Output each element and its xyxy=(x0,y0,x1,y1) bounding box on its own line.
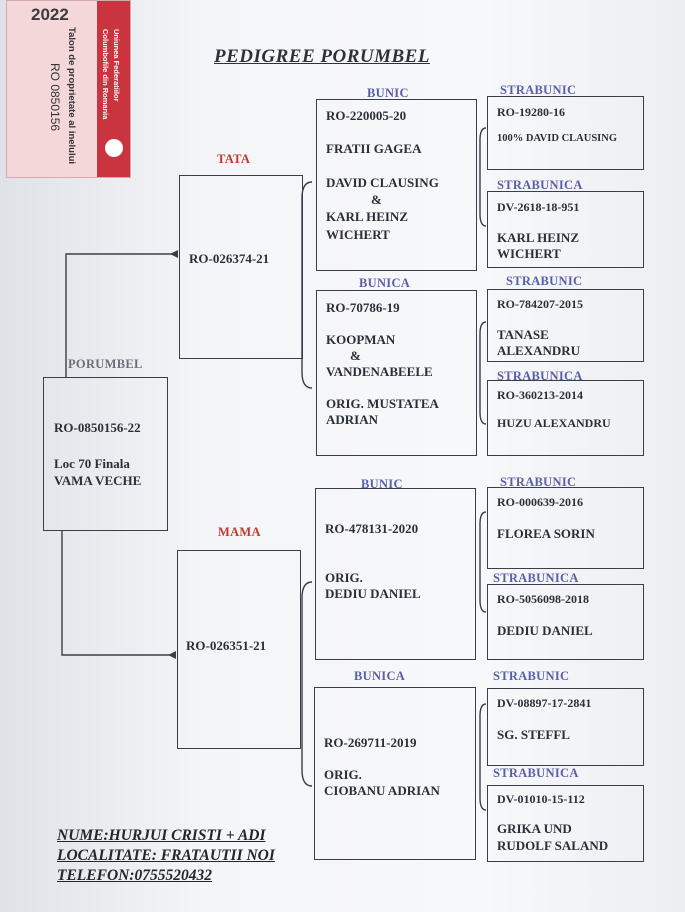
bunica-tata-line2: KOOPMAN xyxy=(326,332,396,347)
mama-box: RO-026351-21 xyxy=(177,550,301,749)
federation-logo-icon xyxy=(105,139,123,157)
bunica-tata-line3: & xyxy=(350,348,361,363)
bunica-tata-label: BUNICA xyxy=(359,276,411,290)
bunic-tata-box: RO-220005-20 FRATII GAGEA DAVID CLAUSING… xyxy=(316,99,477,271)
gg2-line2: KARL HEINZ xyxy=(497,230,579,245)
gg4-ring: RO-360213-2014 xyxy=(497,388,583,402)
gg3-box: RO-784207-2015 TANASE ALEXANDRU xyxy=(487,289,644,362)
connector-porumbel-tata xyxy=(65,253,178,378)
gg5-line2: FLOREA SORIN xyxy=(497,526,595,541)
bunica-mama-box: RO-269711-2019 ORIG. CIOBANU ADRIAN xyxy=(314,687,476,860)
porumbel-result: Loc 70 Finala xyxy=(54,456,130,471)
gg5-box: RO-000639-2016 FLOREA SORIN xyxy=(487,487,644,569)
owner-name: NUME:HURJUI CRISTI + ADI xyxy=(57,827,266,844)
bunic-mama-label: BUNIC xyxy=(361,477,403,491)
gg1-label: STRABUNIC xyxy=(500,83,577,97)
bunic-tata-line6: WICHERT xyxy=(326,227,390,242)
gg2-label: STRABUNICA xyxy=(497,178,583,192)
bunic-mama-line2: ORIG. xyxy=(325,570,363,585)
gg3-ring: RO-784207-2015 xyxy=(497,297,583,311)
bunica-tata-line5: ORIG. MUSTATEA xyxy=(326,396,439,411)
stamp-text-2: RO 0850156 xyxy=(48,63,62,132)
gg5-ring: RO-000639-2016 xyxy=(497,495,583,509)
gg3-label: STRABUNIC xyxy=(506,274,583,288)
gg4-label: STRABUNICA xyxy=(497,369,583,383)
gg8-ring: DV-01010-15-112 xyxy=(497,792,585,806)
bunic-tata-ring: RO-220005-20 xyxy=(326,108,407,123)
gg5-label: STRABUNIC xyxy=(500,475,577,489)
page-title: PEDIGREE PORUMBEL xyxy=(214,46,430,67)
stamp-org-2: Columbofile din Romania xyxy=(101,29,110,120)
stamp-text-1: Talon de proprietate al inelului xyxy=(66,27,77,165)
stamp-org-1: Uniunea Federatiilor xyxy=(112,29,121,102)
bunica-mama-line3: CIOBANU ADRIAN xyxy=(324,783,440,798)
gg7-label: STRABUNIC xyxy=(493,669,570,683)
connector-porumbel-mama xyxy=(61,530,176,656)
stamp-year: 2022 xyxy=(31,5,69,24)
ring-ownership-stamp: 2022 Talon de proprietate al inelului RO… xyxy=(6,0,131,178)
bunica-tata-ring: RO-70786-19 xyxy=(326,300,400,315)
bracket-mama xyxy=(301,581,313,787)
owner-locality: LOCALITATE: FRATAUTII NOI xyxy=(57,847,275,864)
bunic-tata-line3: DAVID CLAUSING xyxy=(326,175,439,190)
gg6-ring: RO-5056098-2018 xyxy=(497,592,589,606)
gg8-box: DV-01010-15-112 GRIKA UND RUDOLF SALAND xyxy=(487,785,644,862)
bunic-mama-ring: RO-478131-2020 xyxy=(325,521,419,536)
bunica-tata-line6: ADRIAN xyxy=(326,412,378,427)
tata-label: TATA xyxy=(217,152,251,166)
bracket-bunica-mama xyxy=(479,703,487,811)
bunic-tata-line5: KARL HEINZ xyxy=(326,209,408,224)
bunica-tata-line4: VANDENABEELE xyxy=(326,364,433,379)
bunic-mama-line3: DEDIU DANIEL xyxy=(325,586,421,601)
porumbel-label: PORUMBEL xyxy=(68,357,143,371)
owner-phone: TELEFON:0755520432 xyxy=(57,867,212,884)
bunica-mama-line2: ORIG. xyxy=(324,767,362,782)
gg1-ring: RO-19280-16 xyxy=(497,105,565,119)
gg4-box: RO-360213-2014 HUZU ALEXANDRU xyxy=(487,380,644,456)
gg1-box: RO-19280-16 100% DAVID CLAUSING xyxy=(487,96,644,170)
porumbel-race: VAMA VECHE xyxy=(54,473,142,488)
gg7-box: DV-08897-17-2841 SG. STEFFL xyxy=(487,688,644,766)
stamp-federation-band: Uniunea Federatiilor Columbofile din Rom… xyxy=(97,1,130,177)
arrow-tata xyxy=(170,250,178,258)
gg7-line2: SG. STEFFL xyxy=(497,727,570,742)
gg6-label: STRABUNICA xyxy=(493,571,579,585)
gg2-ring: DV-2618-18-951 xyxy=(497,200,580,214)
arrow-mama xyxy=(168,651,176,659)
gg8-label: STRABUNICA xyxy=(493,766,579,780)
bunic-tata-breeder: FRATII GAGEA xyxy=(326,141,422,156)
bunic-tata-label: BUNIC xyxy=(367,86,409,100)
bunica-mama-ring: RO-269711-2019 xyxy=(324,735,417,750)
tata-box: RO-026374-21 xyxy=(179,175,303,359)
porumbel-ring: RO-0850156-22 xyxy=(54,420,141,435)
bracket-bunic-tata xyxy=(479,127,487,227)
bunic-mama-box: RO-478131-2020 ORIG. DEDIU DANIEL xyxy=(315,488,476,660)
gg4-line2: HUZU ALEXANDRU xyxy=(497,416,611,430)
mama-label: MAMA xyxy=(218,525,261,539)
gg3-line2: TANASE xyxy=(497,327,549,342)
gg8-line2: GRIKA UND xyxy=(497,821,572,836)
gg2-line3: WICHERT xyxy=(497,246,561,261)
gg2-box: DV-2618-18-951 KARL HEINZ WICHERT xyxy=(487,191,644,268)
tata-ring: RO-026374-21 xyxy=(189,251,270,266)
bunica-tata-box: RO-70786-19 KOOPMAN & VANDENABEELE ORIG.… xyxy=(316,290,477,456)
porumbel-box: RO-0850156-22 Loc 70 Finala VAMA VECHE xyxy=(43,377,168,531)
bracket-tata xyxy=(301,181,313,389)
gg6-box: RO-5056098-2018 DEDIU DANIEL xyxy=(487,584,644,660)
mama-ring: RO-026351-21 xyxy=(186,638,267,653)
bracket-bunic-mama xyxy=(479,511,487,613)
gg8-line3: RUDOLF SALAND xyxy=(497,838,609,853)
gg3-line3: ALEXANDRU xyxy=(497,343,581,358)
bunica-mama-label: BUNICA xyxy=(354,669,406,683)
gg1-line2: 100% DAVID CLAUSING xyxy=(497,133,617,144)
gg6-line2: DEDIU DANIEL xyxy=(497,623,593,638)
bunic-tata-line4: & xyxy=(371,192,382,207)
gg7-ring: DV-08897-17-2841 xyxy=(497,696,592,710)
bracket-bunica-tata xyxy=(479,321,487,425)
